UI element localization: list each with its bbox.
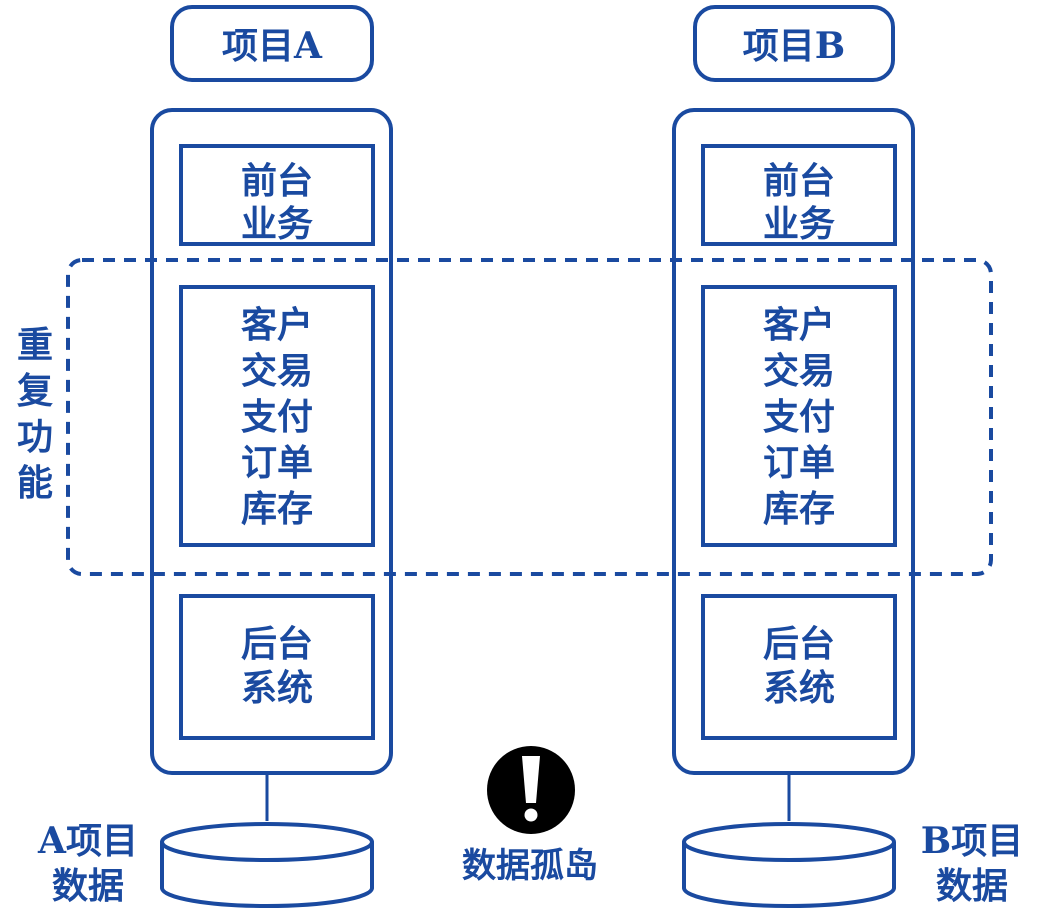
project-b-frontend-box — [701, 144, 897, 246]
project-b-backend-box — [701, 594, 897, 740]
duplicate-functions-label: 重 复 功 能 — [17, 324, 53, 504]
project-b-title: 项目B — [743, 25, 845, 67]
duplicate-label-char-4: 能 — [17, 462, 53, 504]
project-b: 项目B 前台 业务 客户 交易 支付 订单 库存 后台 系统 B项目 数据 — [672, 5, 1023, 908]
project-a-backend-box — [179, 594, 375, 740]
project-b-middle-line-2: 交易 — [763, 350, 835, 392]
project-b-data-label-line-1: B项目 — [921, 820, 1023, 862]
project-a-middle-line-2: 交易 — [241, 350, 313, 392]
project-a-database-icon — [160, 822, 374, 908]
project-a-middle-box — [179, 285, 375, 547]
project-a-middle-line-5: 库存 — [241, 488, 313, 530]
project-b-middle-line-3: 支付 — [763, 396, 835, 438]
project-b-data-label-line-2: 数据 — [936, 865, 1008, 907]
project-a-title-box — [170, 5, 374, 82]
project-a-title: 项目A — [222, 25, 323, 67]
project-a-column — [150, 108, 393, 775]
project-a-frontend-line-2: 业务 — [241, 203, 313, 245]
project-b-middle-line-4: 订单 — [763, 442, 835, 484]
project-a-data-label-line-1: A项目 — [37, 820, 138, 862]
duplicate-label-char-1: 重 — [17, 324, 53, 366]
project-b-column — [672, 108, 915, 775]
project-a-middle-line-4: 订单 — [241, 442, 313, 484]
project-a-data-label-line-2: 数据 — [52, 865, 124, 907]
duplicate-label-char-2: 复 — [17, 370, 53, 412]
project-b-frontend-line-1: 前台 — [763, 160, 835, 202]
project-b-middle-line-5: 库存 — [763, 488, 835, 530]
project-a-middle-line-1: 客户 — [241, 304, 313, 346]
project-b-backend-line-1: 后台 — [763, 623, 835, 665]
project-b-middle-line-1: 客户 — [763, 304, 835, 346]
exclamation-icon — [487, 746, 575, 834]
project-b-backend-line-2: 系统 — [763, 667, 835, 709]
project-b-frontend-line-2: 业务 — [763, 203, 835, 245]
project-b-title-box — [693, 5, 895, 82]
duplicate-functions-region — [66, 258, 993, 576]
project-a-middle-line-3: 支付 — [241, 396, 313, 438]
data-island-label: 数据孤岛 — [462, 846, 598, 886]
project-a-frontend-box — [179, 144, 375, 246]
duplicate-label-char-3: 功 — [17, 416, 53, 458]
project-b-middle-box — [701, 285, 897, 547]
project-a: 项目A 前台 业务 客户 交易 支付 订单 库存 后台 系统 A项目 数据 — [37, 5, 393, 908]
project-a-frontend-line-1: 前台 — [241, 160, 313, 202]
project-a-backend-line-1: 后台 — [241, 623, 313, 665]
project-a-backend-line-2: 系统 — [241, 667, 313, 709]
project-b-database-icon — [682, 822, 896, 908]
